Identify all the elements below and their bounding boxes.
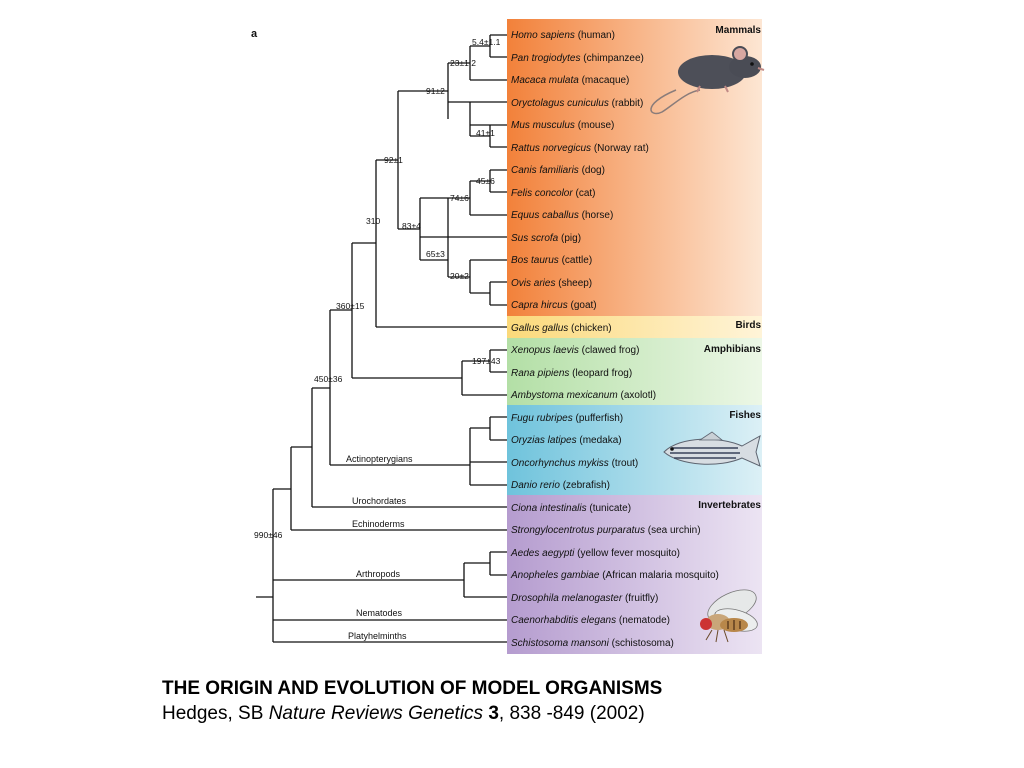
node-label: 91±2: [426, 86, 445, 96]
branch: [330, 243, 353, 378]
species-label: Rattus norvegicus (Norway rat): [511, 143, 649, 154]
species-label: Ambystoma mexicanum (axolotl): [510, 390, 656, 401]
node-label: 41±1: [476, 128, 495, 138]
species-label: Danio rerio (zebrafish): [511, 480, 610, 491]
group-label-amphibians: Amphibians: [704, 344, 762, 355]
caption-authors: Hedges, SB: [162, 703, 264, 724]
group-label-mammals: Mammals: [715, 25, 761, 36]
species-label: Equus caballus (horse): [511, 210, 613, 221]
clade-label: Platyhelminths: [348, 631, 407, 641]
species-label: Felis concolor (cat): [511, 188, 595, 199]
species-label: Gallus gallus (chicken): [511, 323, 612, 334]
species-label: Strongylocentrotus purparatus (sea urchi…: [511, 525, 701, 536]
species-label: Pan trogiodytes (chimpanzee): [511, 53, 644, 64]
species-label: Caenorhabditis elegans (nematode): [511, 615, 670, 626]
zebrafish-icon: [663, 431, 761, 467]
clade-label: Nematodes: [356, 608, 403, 618]
branch: [469, 102, 491, 147]
group-labels: Mammals Birds Amphibians Fishes Inverteb…: [698, 25, 761, 511]
species-label: Bos taurus (cattle): [511, 255, 592, 266]
node-label: 990±46: [254, 530, 283, 540]
species-label: Oryctolagus cuniculus (rabbit): [511, 98, 643, 109]
branch: [352, 350, 491, 395]
branch: [273, 34, 507, 643]
caption-reference: Hedges, SB Nature Reviews Genetics 3, 83…: [162, 701, 922, 726]
clade-label: Arthropods: [356, 569, 401, 579]
clade-label: Echinoderms: [352, 519, 405, 529]
band-amphibians: [507, 338, 762, 405]
branch: [447, 237, 491, 305]
fruitfly-icon: [700, 589, 758, 643]
species-label: Drosophila melanogaster (fruitfly): [511, 593, 658, 604]
species-label: Rana pipiens (leopard frog): [511, 368, 632, 379]
species-list: Homo sapiens (human) Pan trogiodytes (ch…: [510, 30, 719, 649]
node-labels: 5.4±1.1 23±1.2 91±2 41±1 45±6 74±6 83±4 …: [254, 37, 501, 540]
panel-letter: a: [251, 28, 258, 40]
branch: [352, 160, 377, 327]
branch: [376, 91, 420, 230]
species-label: Mus musculus (mouse): [511, 120, 614, 131]
species-label: Homo sapiens (human): [511, 30, 615, 41]
node-label: 92±1: [384, 155, 403, 165]
branch: [448, 35, 491, 80]
clade-label: Actinopterygians: [346, 454, 413, 464]
caption-title: THE ORIGIN AND EVOLUTION OF MODEL ORGANI…: [162, 678, 663, 699]
node-label: 23±1.2: [450, 58, 476, 68]
branch: [447, 170, 491, 237]
branch: [273, 388, 313, 530]
branch: [398, 63, 449, 119]
species-label: Canis familiaris (dog): [511, 165, 605, 176]
node-label: 197±43: [472, 356, 501, 366]
species-label: Capra hircus (goat): [511, 300, 597, 311]
band-birds: [507, 316, 762, 338]
caption: THE ORIGIN AND EVOLUTION OF MODEL ORGANI…: [162, 676, 922, 726]
node-label: 450±36: [314, 374, 343, 384]
species-label: Ciona intestinalis (tunicate): [511, 503, 631, 514]
mouse-icon: [650, 46, 765, 115]
node-label: 310: [366, 216, 380, 226]
species-label: Fugu rubripes (pufferfish): [511, 413, 623, 424]
species-label: Anopheles gambiae (African malaria mosqu…: [510, 570, 719, 581]
caption-volume: 3: [488, 703, 499, 724]
node-label: 45±6: [476, 176, 495, 186]
group-label-birds: Birds: [735, 320, 761, 331]
node-label: 65±3: [426, 249, 445, 259]
species-label: Xenopus laevis (clawed frog): [510, 345, 639, 356]
branch: [256, 489, 274, 642]
tree-branches: [256, 34, 507, 643]
branch: [312, 310, 331, 465]
branch: [330, 417, 491, 485]
clade-labels: Actinopterygians Urochordates Echinoderm…: [346, 454, 413, 641]
species-label: Macaca mulata (macaque): [511, 75, 629, 86]
group-label-invertebrates: Invertebrates: [698, 500, 761, 511]
node-label: 360±15: [336, 301, 365, 311]
species-label: Sus scrofa (pig): [511, 233, 581, 244]
species-label: Oryzias latipes (medaka): [511, 435, 622, 446]
caption-journal: Nature Reviews Genetics: [268, 703, 484, 724]
clade-label: Urochordates: [352, 496, 407, 506]
species-label: Ovis aries (sheep): [511, 278, 592, 289]
caption-details: , 838 -849 (2002): [498, 703, 645, 724]
species-label: Schistosoma mansoni (schistosoma): [511, 638, 674, 649]
species-label: Aedes aegypti (yellow fever mosquito): [510, 548, 680, 559]
phylogenetic-tree: a Mammals Birds Amphibians Fishes Invert…: [251, 19, 765, 654]
node-label: 20±2: [450, 271, 469, 281]
species-label: Oncorhynchus mykiss (trout): [511, 458, 638, 469]
node-label: 5.4±1.1: [472, 37, 501, 47]
group-label-fishes: Fishes: [729, 410, 761, 421]
node-label: 74±6: [450, 193, 469, 203]
branch: [273, 552, 491, 597]
node-label: 83±4: [402, 221, 421, 231]
